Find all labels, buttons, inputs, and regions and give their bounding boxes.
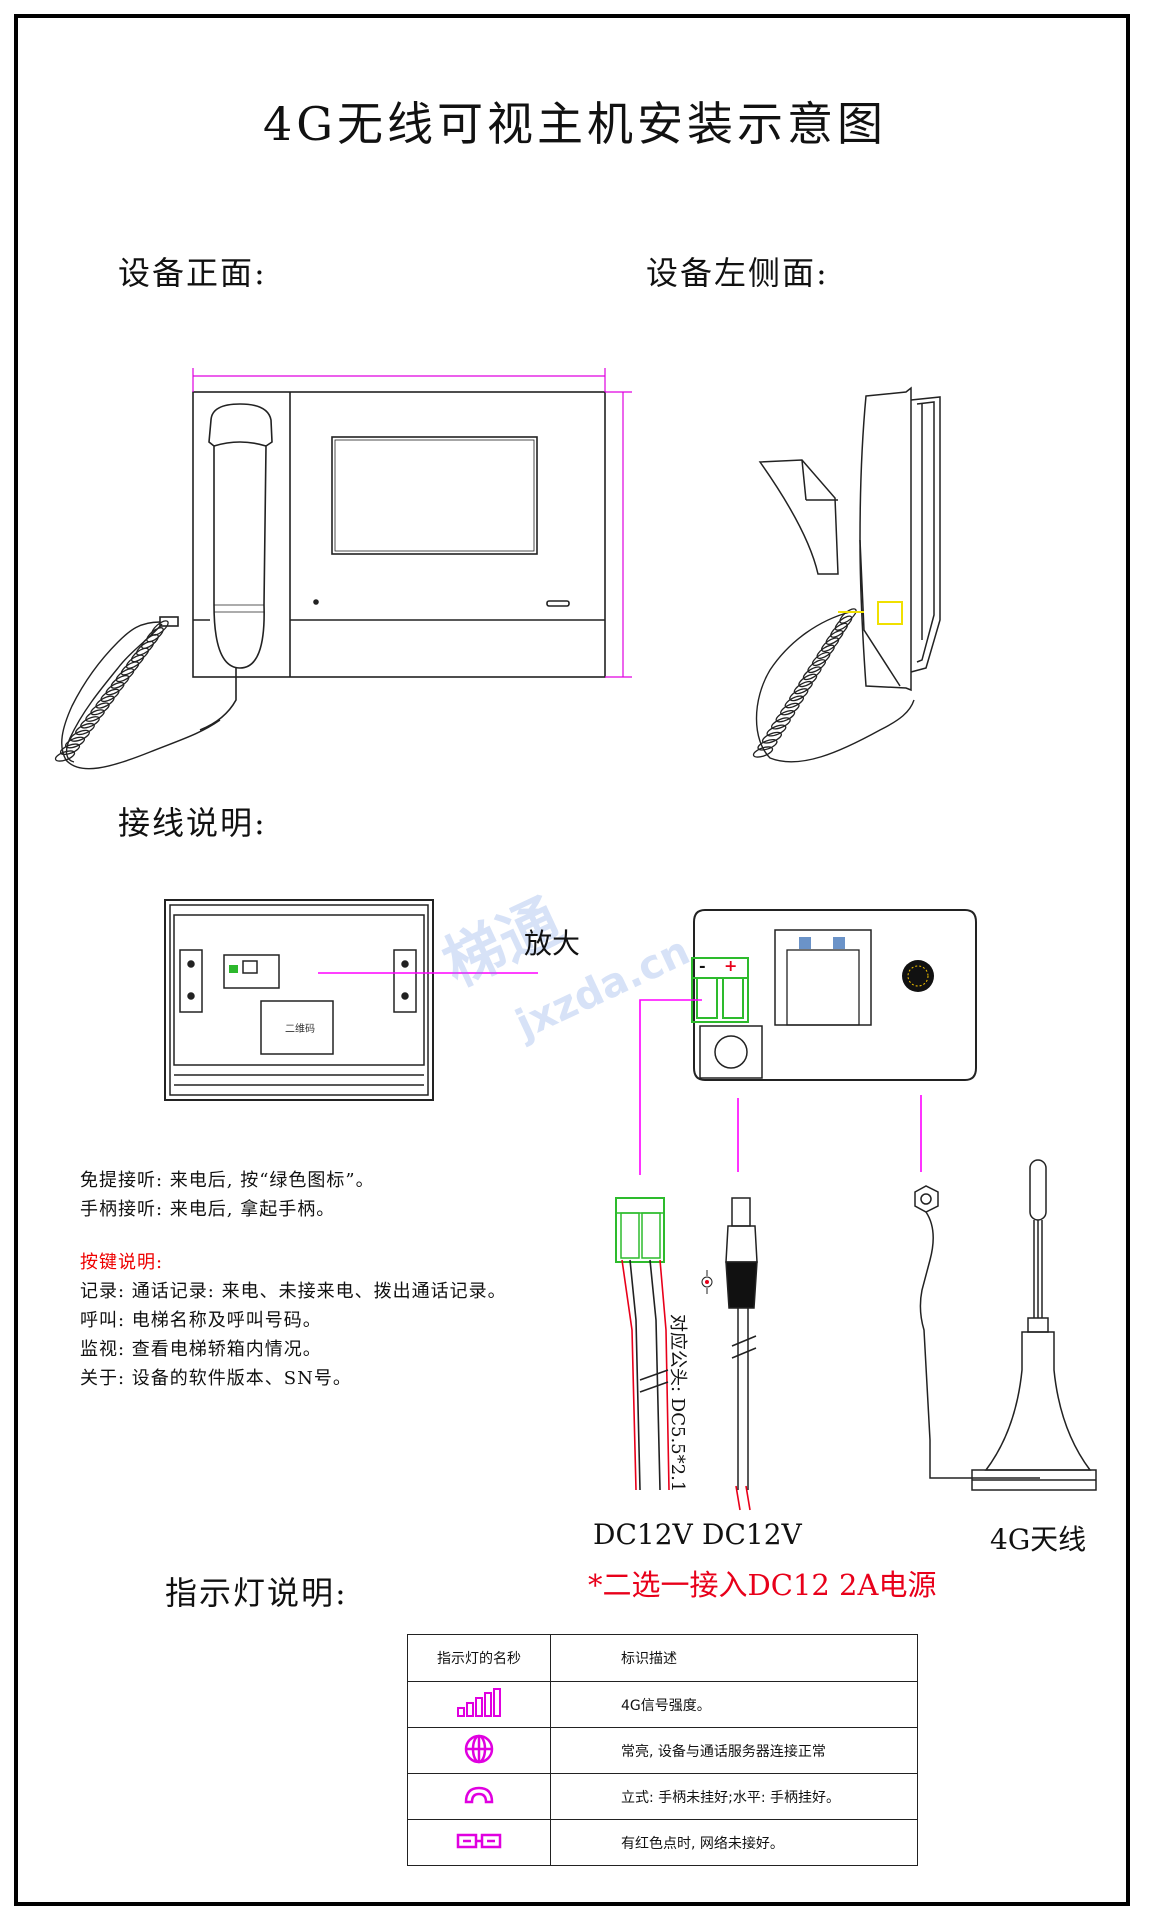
row-desc: 4G信号强度。: [550, 1681, 918, 1728]
coil-loop: [125, 654, 145, 669]
dc-plug: [725, 1197, 758, 1490]
coil-loop: [105, 681, 125, 696]
coil-loop: [752, 746, 774, 758]
zoom-label: 放大: [524, 927, 581, 960]
side-view-heading: 设备左侧面:: [646, 254, 829, 292]
coil-loop: [780, 702, 800, 716]
front-view-heading: 设备正面:: [118, 254, 267, 292]
dc-plug-label: DC12V: [702, 1518, 802, 1551]
polarity-symbol: [701, 1270, 713, 1294]
coil-loop: [775, 709, 796, 723]
coil-loop: [807, 659, 827, 674]
power-note: *二选一接入DC12 2A电源: [588, 1568, 937, 1602]
terminal-plus-label: +: [724, 956, 738, 975]
note-line: 手柄接听: 来电后, 拿起手柄。: [80, 1199, 336, 1220]
coil-loop: [100, 688, 120, 703]
table-header-row: 指示灯的名秒 标识描述: [407, 1634, 918, 1682]
key-line: 监视: 查看电梯轿箱内情况。: [80, 1339, 322, 1360]
terminal-wires: [615, 1197, 670, 1491]
coil-loop: [798, 673, 818, 688]
key-line: 记录: 通话记录: 来电、未接来电、拨出通话记录。: [80, 1281, 507, 1302]
coil-loop: [135, 640, 155, 656]
side-coiled-cord: [755, 611, 915, 763]
page-title: 4G无线可视主机安装示意图: [262, 97, 887, 151]
coil-loop: [90, 702, 110, 716]
coil-loop: [784, 695, 805, 709]
coil-loop: [821, 637, 840, 652]
front-dimensions: [192, 368, 632, 678]
antenna-jack: [902, 960, 934, 992]
coil-loop: [120, 661, 140, 676]
page-frame: [14, 14, 1130, 1906]
network-icon: [407, 1819, 551, 1866]
table-row: 有红色点时, 网络未接好。: [407, 1819, 918, 1866]
coil-loop: [834, 615, 853, 631]
front-coil-ticks: [54, 620, 169, 762]
wiring-heading: 接线说明:: [118, 804, 267, 842]
antenna-label: 4G天线: [990, 1523, 1087, 1556]
keys-title: 按键说明:: [80, 1252, 164, 1273]
rj-contact-left: [799, 937, 811, 949]
globe-icon: [407, 1727, 551, 1774]
zoom-terminal-block: [691, 957, 749, 1023]
keys-list: 记录: 通话记录: 来电、未接来电、拨出通话记录。 呼叫: 电梯名称及呼叫号码。…: [80, 1277, 507, 1393]
coil-loop: [85, 709, 105, 722]
handset-icon: [407, 1773, 551, 1820]
row-desc: 立式: 手柄未挂好;水平: 手柄挂好。: [550, 1773, 918, 1820]
coil-loop: [766, 724, 787, 737]
coil-loop: [761, 731, 782, 744]
coil-loop: [80, 716, 100, 729]
coil-loop: [64, 736, 86, 749]
key-line: 呼叫: 电梯名称及呼叫号码。: [80, 1310, 322, 1331]
answer-notes: 免提接听: 来电后, 按“绿色图标”。 手柄接听: 来电后, 拿起手柄。: [80, 1166, 375, 1224]
coil-loop: [115, 668, 135, 683]
plug-spec-note: 对应公头: DC5.5*2.1: [667, 1314, 688, 1493]
row-desc: 有红色点时, 网络未接好。: [550, 1819, 918, 1866]
coil-loop: [830, 622, 848, 638]
table-row: 4G信号强度。: [407, 1681, 918, 1728]
key-line: 关于: 设备的软件版本、SN号。: [80, 1368, 352, 1389]
coil-loop: [70, 729, 90, 742]
side-view-device: [758, 386, 941, 692]
coil-loop: [95, 695, 115, 709]
coil-loop: [54, 750, 76, 762]
back-terminal-green: [229, 965, 238, 973]
antenna: [914, 1159, 1097, 1491]
coil-loop: [811, 651, 831, 667]
dc-plug-wire-ends: [735, 1485, 751, 1511]
side-port-highlight: [877, 601, 903, 625]
coil-loop: [110, 674, 130, 689]
dc-terminal-label: DC12V: [593, 1518, 693, 1551]
zoomed-panel: [693, 909, 977, 1081]
front-view-device: [159, 391, 606, 731]
coil-loop: [793, 680, 813, 695]
coil-loop: [825, 630, 844, 645]
qr-code-label: 二维码: [285, 1024, 315, 1035]
side-coil-ticks: [752, 608, 857, 758]
terminal-minus-label: -: [699, 956, 706, 975]
note-line: 免提接听: 来电后, 按“绿色图标”。: [80, 1170, 375, 1191]
indicators-heading: 指示灯说明:: [165, 1574, 348, 1612]
rj-contact-right: [833, 937, 845, 949]
header-desc: 标识描述: [550, 1634, 918, 1682]
coil-loop: [130, 647, 150, 663]
signal-bars-icon: [407, 1681, 551, 1728]
row-desc: 常亮, 设备与通话服务器连接正常: [550, 1727, 918, 1774]
front-coiled-cord: [61, 621, 221, 770]
coil-loop: [757, 739, 778, 751]
coil-loop: [770, 717, 791, 730]
header-name: 指示灯的名秒: [407, 1634, 551, 1682]
table-row: 立式: 手柄未挂好;水平: 手柄挂好。: [407, 1773, 918, 1820]
coil-loop: [789, 688, 809, 702]
connection-lines: [639, 999, 922, 1175]
indicator-table: 指示灯的名秒 标识描述 4G信号强度。 常亮, 设备与通话服务器连接正常 立式:…: [407, 1634, 918, 1866]
back-panel: [164, 899, 434, 1101]
table-row: 常亮, 设备与通话服务器连接正常: [407, 1727, 918, 1774]
coil-loop: [802, 666, 822, 681]
